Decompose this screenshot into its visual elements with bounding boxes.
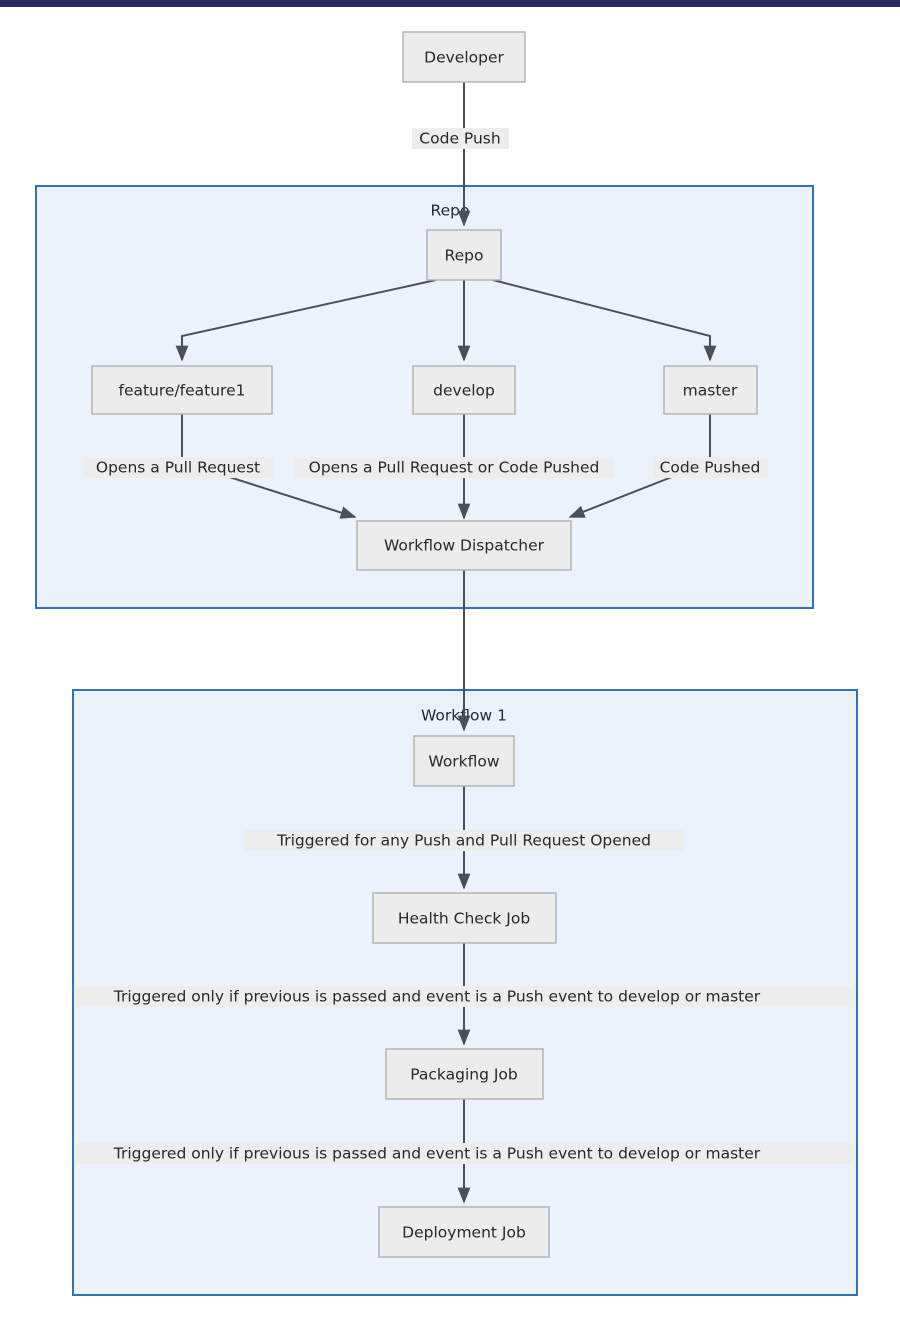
node-packaging-job-box[interactable] — [385, 1048, 544, 1100]
node-deployment-job-box[interactable] — [378, 1206, 550, 1258]
edge-label-triggered-if-previous-2-bg — [75, 1143, 853, 1164]
node-develop-branch-box[interactable] — [412, 365, 516, 415]
edge-label-triggered-any-push: Triggered for any Push and Pull Request … — [244, 830, 684, 851]
edge-label-triggered-any-push-bg — [244, 830, 684, 851]
edge-label-code-push: Code Push — [412, 128, 509, 149]
node-repo[interactable]: Repo — [426, 229, 502, 281]
node-deployment-job[interactable]: Deployment Job — [378, 1206, 550, 1258]
node-packaging-job[interactable]: Packaging Job — [385, 1048, 544, 1100]
node-workflow[interactable]: Workflow — [413, 735, 515, 787]
node-health-check-job[interactable]: Health Check Job — [372, 892, 557, 944]
edge-label-opens-pull-request-text: Opens a Pull Request — [96, 459, 260, 477]
node-developer-box[interactable] — [402, 31, 526, 83]
edge-label-code-push-bg — [412, 128, 509, 149]
node-deployment-job-label: Deployment Job — [402, 1224, 526, 1242]
node-develop-branch-label: develop — [433, 382, 495, 400]
node-workflow-dispatcher-box[interactable] — [356, 520, 572, 571]
node-master-branch-label: master — [683, 382, 738, 400]
node-develop-branch[interactable]: develop — [412, 365, 516, 415]
edge-label-opens-pr-or-code-pushed: Opens a Pull Request or Code Pushed — [295, 457, 614, 478]
node-developer[interactable]: Developer — [402, 31, 526, 83]
node-master-branch[interactable]: master — [663, 365, 758, 415]
edge-label-opens-pull-request: Opens a Pull Request — [84, 457, 273, 478]
edge-label-opens-pr-or-code-pushed-bg — [295, 457, 614, 478]
edge-label-triggered-if-previous-2: Triggered only if previous is passed and… — [75, 1143, 853, 1164]
edge-label-triggered-if-previous-1-bg — [75, 986, 853, 1007]
edge-repo-to-master — [492, 279, 717, 362]
edge-repo-to-feature — [175, 279, 437, 362]
node-master-branch-box[interactable] — [663, 365, 758, 415]
edge-label-code-pushed-bg — [653, 457, 768, 478]
node-workflow-dispatcher[interactable]: Workflow Dispatcher — [356, 520, 572, 571]
node-feature-branch-box[interactable] — [91, 365, 273, 415]
edge-label-triggered-if-previous-1: Triggered only if previous is passed and… — [75, 986, 853, 1007]
top-accent-bar — [0, 0, 900, 7]
node-health-check-job-label: Health Check Job — [398, 910, 530, 928]
node-feature-branch[interactable]: feature/feature1 — [91, 365, 273, 415]
edge-label-triggered-if-previous-2-text: Triggered only if previous is passed and… — [113, 1145, 761, 1163]
node-health-check-job-box[interactable] — [372, 892, 557, 944]
node-repo-label: Repo — [445, 247, 484, 265]
edge-label-opens-pull-request-bg — [84, 457, 273, 478]
node-repo-box[interactable] — [426, 229, 502, 281]
node-workflow-dispatcher-label: Workflow Dispatcher — [384, 537, 545, 555]
node-workflow-label: Workflow — [428, 753, 499, 771]
node-workflow-box[interactable] — [413, 735, 515, 787]
edge-label-triggered-if-previous-1-text: Triggered only if previous is passed and… — [113, 988, 761, 1006]
edge-label-triggered-any-push-text: Triggered for any Push and Pull Request … — [276, 832, 651, 850]
node-feature-branch-label: feature/feature1 — [118, 382, 245, 400]
edge-label-code-pushed: Code Pushed — [653, 457, 768, 478]
edge-label-code-push-text: Code Push — [419, 130, 500, 148]
edge-label-code-pushed-text: Code Pushed — [660, 459, 761, 477]
node-developer-label: Developer — [424, 49, 504, 67]
edge-label-opens-pr-or-code-pushed-text: Opens a Pull Request or Code Pushed — [309, 459, 600, 477]
node-packaging-job-label: Packaging Job — [410, 1066, 518, 1084]
